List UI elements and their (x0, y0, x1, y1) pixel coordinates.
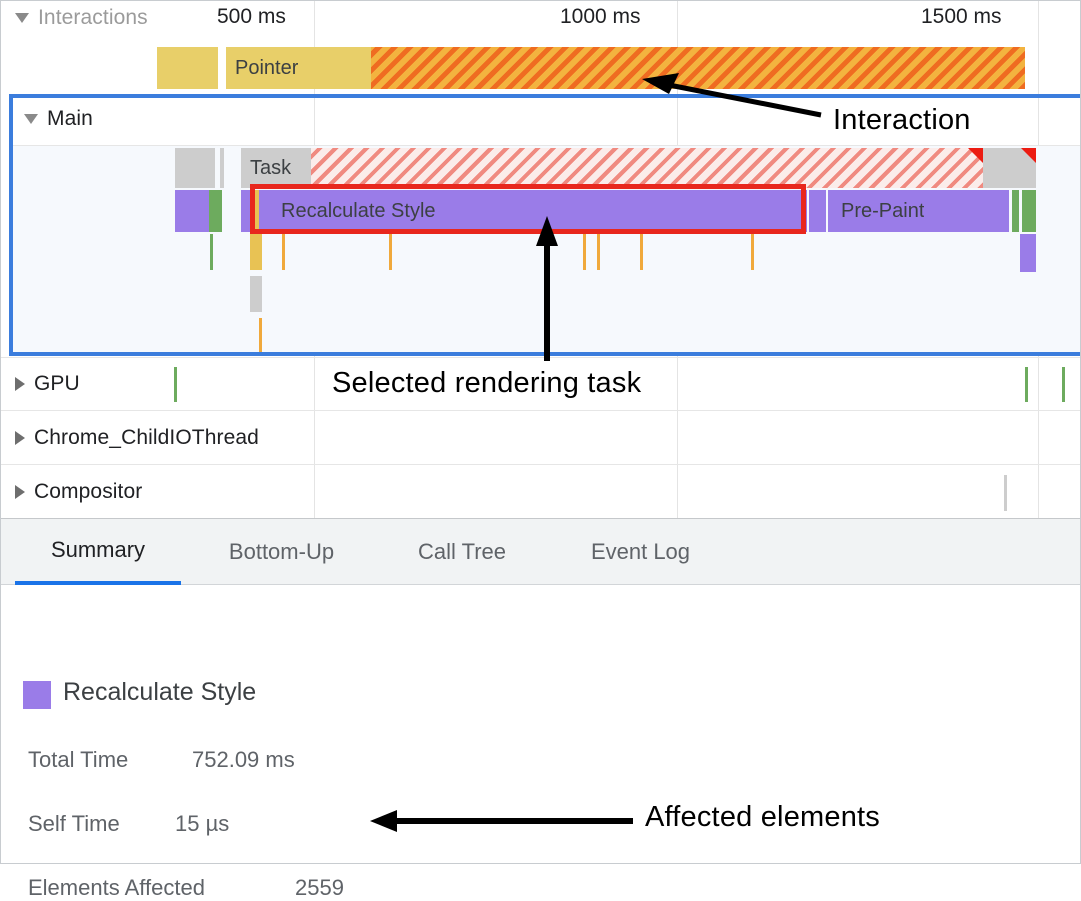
flame-tick[interactable] (640, 234, 643, 270)
summary-event-name: Recalculate Style (63, 678, 257, 706)
track-header-interactions[interactable]: Interactions (1, 1, 148, 35)
summary-row-value-elements-affected: 2559 (295, 875, 344, 900)
track-label-compositor: Compositor (34, 480, 143, 503)
track-compositor[interactable]: Compositor (1, 464, 1080, 518)
details-panel: Summary Bottom-Up Call Tree Event Log Re… (1, 518, 1080, 900)
track-label-interactions: Interactions (38, 6, 148, 29)
flame-bar-recalculate-style[interactable]: Recalculate Style (259, 190, 807, 232)
tab-bottom-up[interactable]: Bottom-Up (198, 519, 365, 585)
track-header-chrome-childiothread[interactable]: Chrome_ChildIOThread (1, 421, 259, 455)
flame-bar[interactable] (253, 190, 259, 232)
summary-row-value-self-time: 15 µs (175, 811, 230, 836)
flame-bar[interactable] (1020, 234, 1036, 272)
interaction-event-duration[interactable] (371, 47, 1025, 89)
gpu-mark[interactable] (174, 367, 177, 402)
track-header-compositor[interactable]: Compositor (1, 475, 142, 509)
track-header-main[interactable]: Main (10, 102, 93, 136)
flame-bar[interactable] (809, 190, 826, 232)
flame-bar-label: Task (250, 156, 292, 179)
flame-bar[interactable] (1012, 190, 1019, 232)
summary-row-key-self-time: Self Time (28, 811, 120, 836)
flame-chart-area[interactable]: Interactions 500 ms 1000 ms 1500 ms Poin… (1, 1, 1080, 518)
tab-label: Bottom-Up (228, 539, 335, 564)
long-task-warning-icon (1021, 148, 1036, 163)
flame-tick[interactable] (282, 234, 285, 270)
long-task-warning-icon (968, 148, 983, 163)
chevron-down-icon[interactable] (24, 114, 38, 124)
flame-bar[interactable] (241, 190, 253, 232)
chevron-down-icon[interactable] (15, 13, 29, 23)
flame-bar[interactable] (983, 148, 1036, 188)
summary-content: Recalculate Style Total Time 752.09 ms S… (1, 585, 1080, 900)
gpu-mark[interactable] (1062, 367, 1065, 402)
flame-tick[interactable] (250, 276, 262, 312)
track-label-main: Main (47, 107, 93, 130)
flame-bar[interactable] (175, 148, 215, 188)
ruler-tick-500: 500 ms (217, 5, 286, 28)
flame-tick[interactable] (597, 234, 600, 270)
ruler-tick-1000: 1000 ms (560, 5, 641, 28)
flame-tick[interactable] (210, 234, 213, 270)
tab-label: Call Tree (417, 539, 507, 564)
flame-bar[interactable] (175, 190, 209, 232)
tab-event-log[interactable]: Event Log (559, 519, 722, 585)
summary-row-key-elements-affected: Elements Affected (28, 875, 205, 900)
flame-bar-long-task[interactable] (311, 148, 983, 188)
summary-row-value-total-time: 752.09 ms (192, 747, 295, 772)
compositor-mark[interactable] (1004, 475, 1007, 511)
flame-tick[interactable] (583, 234, 586, 270)
tab-label: Event Log (590, 539, 691, 564)
interaction-event-label: Pointer (235, 56, 299, 79)
track-label-chrome-childiothread: Chrome_ChildIOThread (34, 426, 259, 449)
flame-bar[interactable] (209, 190, 222, 232)
flame-tick[interactable] (389, 234, 392, 270)
flame-bar[interactable] (220, 148, 224, 188)
flame-bar-label: Recalculate Style (281, 199, 436, 222)
track-gpu[interactable]: GPU (1, 357, 1080, 410)
tab-call-tree[interactable]: Call Tree (386, 519, 538, 585)
chevron-right-icon[interactable] (15, 431, 25, 445)
annotation-selected-rendering-task: Selected rendering task (332, 367, 642, 399)
track-interactions[interactable]: Interactions 500 ms 1000 ms 1500 ms Poin… (1, 1, 1080, 94)
summary-row-key-total-time: Total Time (28, 747, 129, 772)
chevron-right-icon[interactable] (15, 485, 25, 499)
flame-tick[interactable] (259, 318, 262, 354)
details-tab-bar[interactable]: Summary Bottom-Up Call Tree Event Log (1, 519, 1080, 585)
chevron-right-icon[interactable] (15, 377, 25, 391)
annotation-interaction: Interaction (833, 104, 971, 136)
flame-bar-label: Pre-Paint (841, 199, 925, 222)
track-main-body[interactable]: Task Recalculate Style Pre-Pain (10, 145, 1080, 356)
track-label-gpu: GPU (34, 372, 80, 395)
tab-summary[interactable]: Summary (15, 519, 181, 585)
tab-label: Summary (50, 537, 146, 562)
flame-bar-task[interactable]: Task (241, 148, 311, 188)
flame-bar[interactable] (1022, 190, 1036, 232)
gpu-mark[interactable] (1025, 367, 1028, 402)
flame-bar[interactable] (250, 234, 262, 270)
flame-tick[interactable] (751, 234, 754, 270)
event-color-swatch (23, 681, 51, 709)
track-chrome-childiothread[interactable]: Chrome_ChildIOThread (1, 410, 1080, 464)
interaction-event[interactable] (157, 47, 218, 89)
track-header-gpu[interactable]: GPU (1, 367, 80, 401)
ruler-tick-1500: 1500 ms (921, 5, 1002, 28)
flame-bar-pre-paint[interactable]: Pre-Paint (828, 190, 1009, 232)
interaction-event-pointer[interactable]: Pointer (226, 47, 371, 89)
annotation-affected-elements: Affected elements (645, 801, 881, 833)
